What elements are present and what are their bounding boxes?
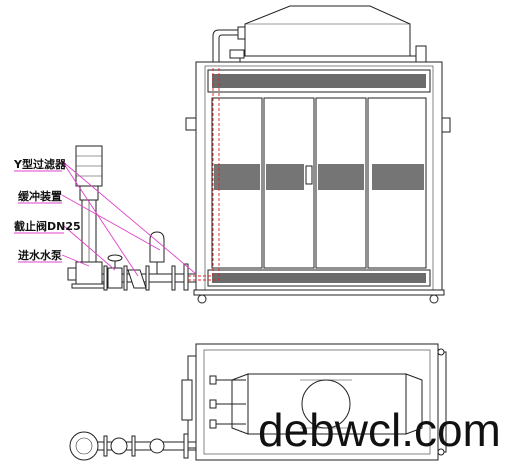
pump-assembly-top: [69, 431, 196, 461]
cabinet-top-view: [181, 343, 447, 461]
label-stop-valve: 截止阀DN25: [14, 219, 81, 233]
pump-top-circle: [69, 431, 99, 461]
leader-y-filter: [61, 160, 197, 275]
side-fitting-left: [185, 117, 197, 131]
internal-pipe: [186, 68, 214, 277]
label-y-filter: Y型过滤器: [13, 157, 67, 171]
valve-top-icon: [110, 437, 128, 455]
roof-base: [239, 55, 417, 63]
pump-assembly-front: [67, 145, 196, 291]
side-connection: [181, 379, 193, 421]
buffer-tank: [149, 231, 165, 263]
side-fitting-right: [441, 117, 451, 133]
stop-valve: [107, 267, 123, 289]
louver-3: [318, 164, 364, 190]
roof-hood: [244, 5, 411, 59]
buffer-tank-top: [149, 438, 165, 454]
top-grille: [212, 74, 426, 88]
label-inlet-pump: 进水水泵: [18, 248, 62, 262]
bottom-grille: [212, 273, 426, 283]
cabinet-front-view: [185, 5, 451, 304]
y-filter: [127, 269, 147, 289]
leader-buffer: [61, 194, 161, 251]
louver-4: [372, 164, 424, 190]
door-handle: [305, 165, 313, 185]
pump-base: [75, 261, 103, 285]
watermark: debwcl.com: [258, 404, 501, 456]
louver-2: [266, 164, 304, 190]
roof-fitting: [415, 45, 427, 63]
valve-handwheel-icon: [107, 254, 123, 262]
callouts: Y型过滤器 缓冲装置 截止阀DN25 进水水泵: [13, 157, 197, 277]
label-buffer: 缓冲装置: [18, 189, 62, 203]
leader-stop-valve: [63, 225, 116, 271]
louver-1: [214, 164, 260, 190]
caster-right: [429, 294, 439, 304]
leader-pump: [61, 254, 90, 267]
riser-pipe: [212, 29, 240, 68]
caster-left: [197, 294, 207, 304]
